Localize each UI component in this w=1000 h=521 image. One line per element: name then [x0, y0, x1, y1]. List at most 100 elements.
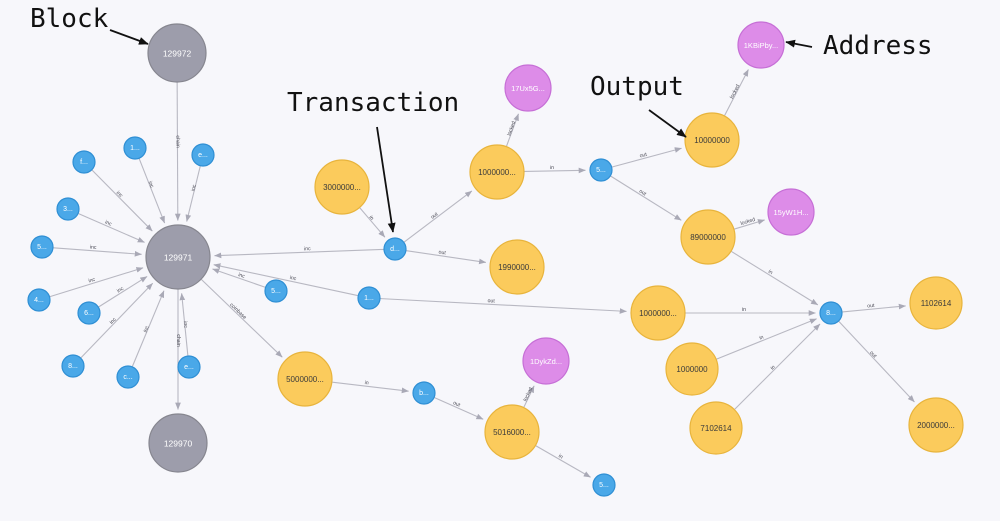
graph-edge[interactable] — [174, 82, 181, 221]
graph-edge[interactable] — [734, 219, 765, 230]
graph-node-address[interactable]: 17Ux5G... — [504, 64, 552, 112]
node-circle[interactable] — [767, 188, 815, 236]
node-circle[interactable] — [689, 401, 743, 455]
graph-node-output[interactable]: 5000000... — [277, 351, 333, 407]
graph-node-output[interactable]: 1102614 — [909, 276, 963, 330]
graph-edge[interactable] — [80, 282, 154, 359]
node-circle[interactable] — [589, 158, 613, 182]
graph-edge[interactable] — [359, 207, 386, 238]
node-circle[interactable] — [148, 413, 208, 473]
graph-node-output[interactable]: 1990000... — [489, 239, 545, 295]
graph-edge[interactable] — [201, 279, 283, 358]
graph-node-transaction[interactable]: 1... — [357, 286, 381, 310]
graph-edge[interactable] — [53, 247, 142, 257]
graph-edge[interactable] — [535, 445, 591, 478]
node-circle[interactable] — [737, 21, 785, 69]
node-circle[interactable] — [123, 136, 147, 160]
graph-node-block[interactable]: 129970 — [148, 413, 208, 473]
graph-edge[interactable] — [611, 147, 682, 168]
graph-node-output[interactable]: 1000000... — [469, 144, 525, 200]
graph-node-block[interactable]: 129972 — [147, 23, 207, 83]
node-circle[interactable] — [665, 342, 719, 396]
graph-edge[interactable] — [179, 293, 189, 356]
node-circle[interactable] — [484, 404, 540, 460]
graph-edge[interactable] — [523, 385, 535, 408]
node-circle[interactable] — [684, 112, 740, 168]
graph-node-address[interactable]: 15yW1H... — [767, 188, 815, 236]
node-circle[interactable] — [77, 301, 101, 325]
graph-edge[interactable] — [506, 113, 519, 147]
graph-edge[interactable] — [212, 268, 266, 288]
graph-edge[interactable] — [734, 323, 821, 410]
graph-node-transaction[interactable]: 6... — [77, 301, 101, 325]
graph-edge[interactable] — [185, 166, 201, 222]
graph-node-output[interactable]: 7102614 — [689, 401, 743, 455]
node-circle[interactable] — [177, 355, 201, 379]
graph-node-transaction[interactable]: c... — [116, 365, 140, 389]
graph-edge[interactable] — [98, 275, 148, 308]
graph-node-transaction[interactable]: 4... — [27, 288, 51, 312]
node-circle[interactable] — [819, 301, 843, 325]
node-circle[interactable] — [314, 159, 370, 215]
graph-node-output[interactable]: 10000000 — [684, 112, 740, 168]
graph-node-transaction[interactable]: 3... — [56, 197, 80, 221]
node-circle[interactable] — [264, 279, 288, 303]
graph-node-address[interactable]: 1DykZd... — [522, 337, 570, 385]
nodes-layer[interactable]: 1299721299711299701...e...f...3...5...4.… — [27, 21, 964, 497]
node-circle[interactable] — [72, 150, 96, 174]
graph-node-transaction[interactable]: 5... — [589, 158, 613, 182]
graph-node-transaction[interactable]: f... — [72, 150, 96, 174]
node-circle[interactable] — [145, 224, 211, 290]
graph-edge[interactable] — [724, 69, 749, 116]
graph-edge[interactable] — [49, 267, 144, 298]
node-circle[interactable] — [680, 209, 736, 265]
graph-node-transaction[interactable]: 8... — [61, 354, 85, 378]
graph-node-transaction[interactable]: e... — [191, 143, 215, 167]
node-circle[interactable] — [357, 286, 381, 310]
graph-edge[interactable] — [838, 321, 915, 403]
graph-node-transaction[interactable]: 1... — [123, 136, 147, 160]
node-circle[interactable] — [383, 237, 407, 261]
graph-edge[interactable] — [131, 290, 165, 367]
graph-edge[interactable] — [138, 158, 166, 224]
graph-node-transaction[interactable]: 5... — [264, 279, 288, 303]
graph-node-block[interactable]: 129971 — [145, 224, 211, 290]
graph-node-output[interactable]: 1000000 — [665, 342, 719, 396]
graph-node-output[interactable]: 2000000... — [908, 397, 964, 453]
node-circle[interactable] — [56, 197, 80, 221]
node-circle[interactable] — [27, 288, 51, 312]
graph-edge[interactable] — [380, 298, 627, 314]
node-circle[interactable] — [469, 144, 525, 200]
node-circle[interactable] — [489, 239, 545, 295]
graph-edge[interactable] — [610, 175, 682, 221]
node-circle[interactable] — [147, 23, 207, 83]
graph-edge[interactable] — [78, 213, 145, 243]
node-circle[interactable] — [61, 354, 85, 378]
node-circle[interactable] — [630, 285, 686, 341]
graph-edge[interactable] — [332, 381, 409, 394]
node-circle[interactable] — [592, 473, 616, 497]
graph-edge[interactable] — [406, 250, 487, 265]
graph-edge[interactable] — [214, 248, 384, 259]
graph-edge[interactable] — [716, 318, 817, 360]
node-circle[interactable] — [30, 235, 54, 259]
graph-node-output[interactable]: 89000000 — [680, 209, 736, 265]
node-circle[interactable] — [522, 337, 570, 385]
graph-node-transaction[interactable]: 5... — [30, 235, 54, 259]
graph-node-transaction[interactable]: 8... — [819, 301, 843, 325]
graph-node-output[interactable]: 1000000... — [630, 285, 686, 341]
node-circle[interactable] — [908, 397, 964, 453]
graph-edge[interactable] — [403, 190, 473, 243]
node-circle[interactable] — [412, 381, 436, 405]
graph-node-output[interactable]: 5016000... — [484, 404, 540, 460]
graph-node-address[interactable]: 1KBiPby... — [737, 21, 785, 69]
node-circle[interactable] — [909, 276, 963, 330]
graph-edge[interactable] — [91, 169, 153, 232]
graph-edge[interactable] — [842, 303, 906, 313]
graph-node-transaction[interactable]: d... — [383, 237, 407, 261]
graph-node-transaction[interactable]: b... — [412, 381, 436, 405]
graph-edge[interactable] — [434, 397, 484, 420]
graph-node-transaction[interactable]: 5... — [592, 473, 616, 497]
